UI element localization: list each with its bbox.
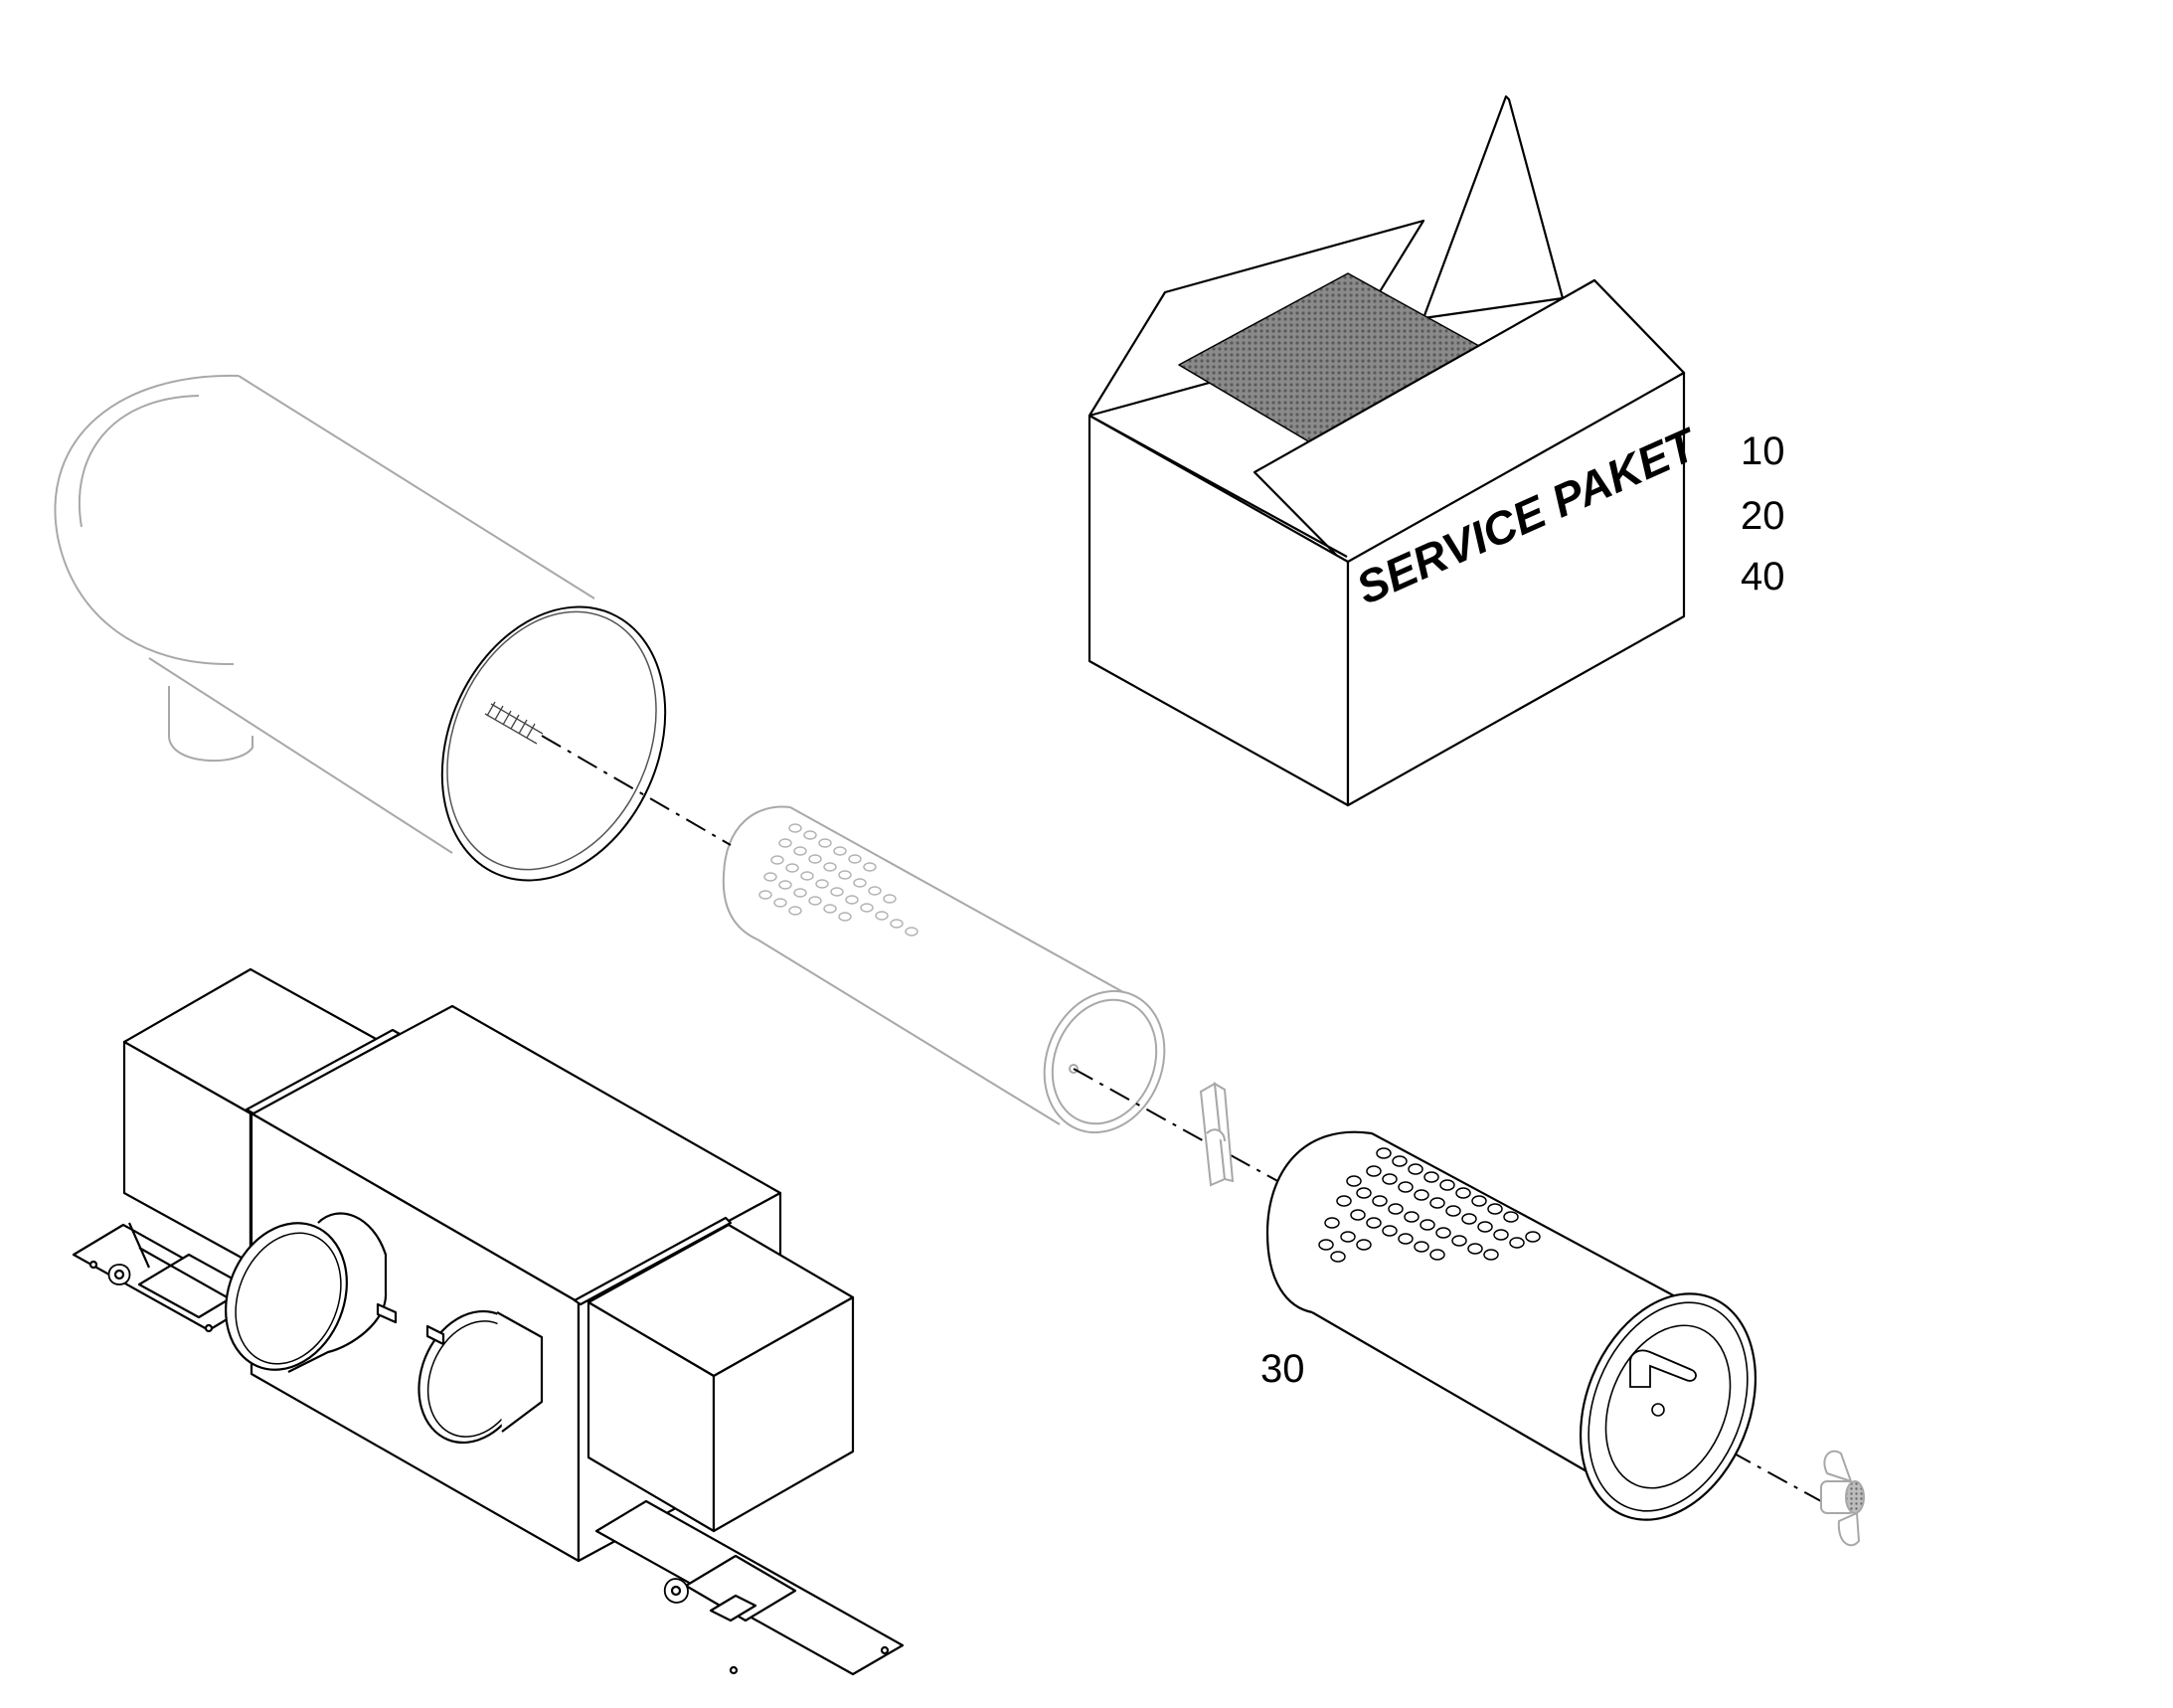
callout-10: 10 — [1741, 429, 1785, 473]
air-filter-housing-ghost — [54, 374, 667, 882]
service-package-box — [1087, 94, 1686, 807]
main-filter-element — [1265, 1130, 1757, 1521]
filter-housing-bracket-assembly — [72, 967, 905, 1676]
callout-20: 20 — [1741, 494, 1785, 538]
wing-nut — [1820, 1450, 1865, 1547]
spacer-clip — [1199, 1082, 1235, 1187]
callout-40: 40 — [1741, 555, 1785, 598]
inner-safety-filter-ghost — [722, 805, 1166, 1134]
callout-30: 30 — [1260, 1347, 1305, 1391]
